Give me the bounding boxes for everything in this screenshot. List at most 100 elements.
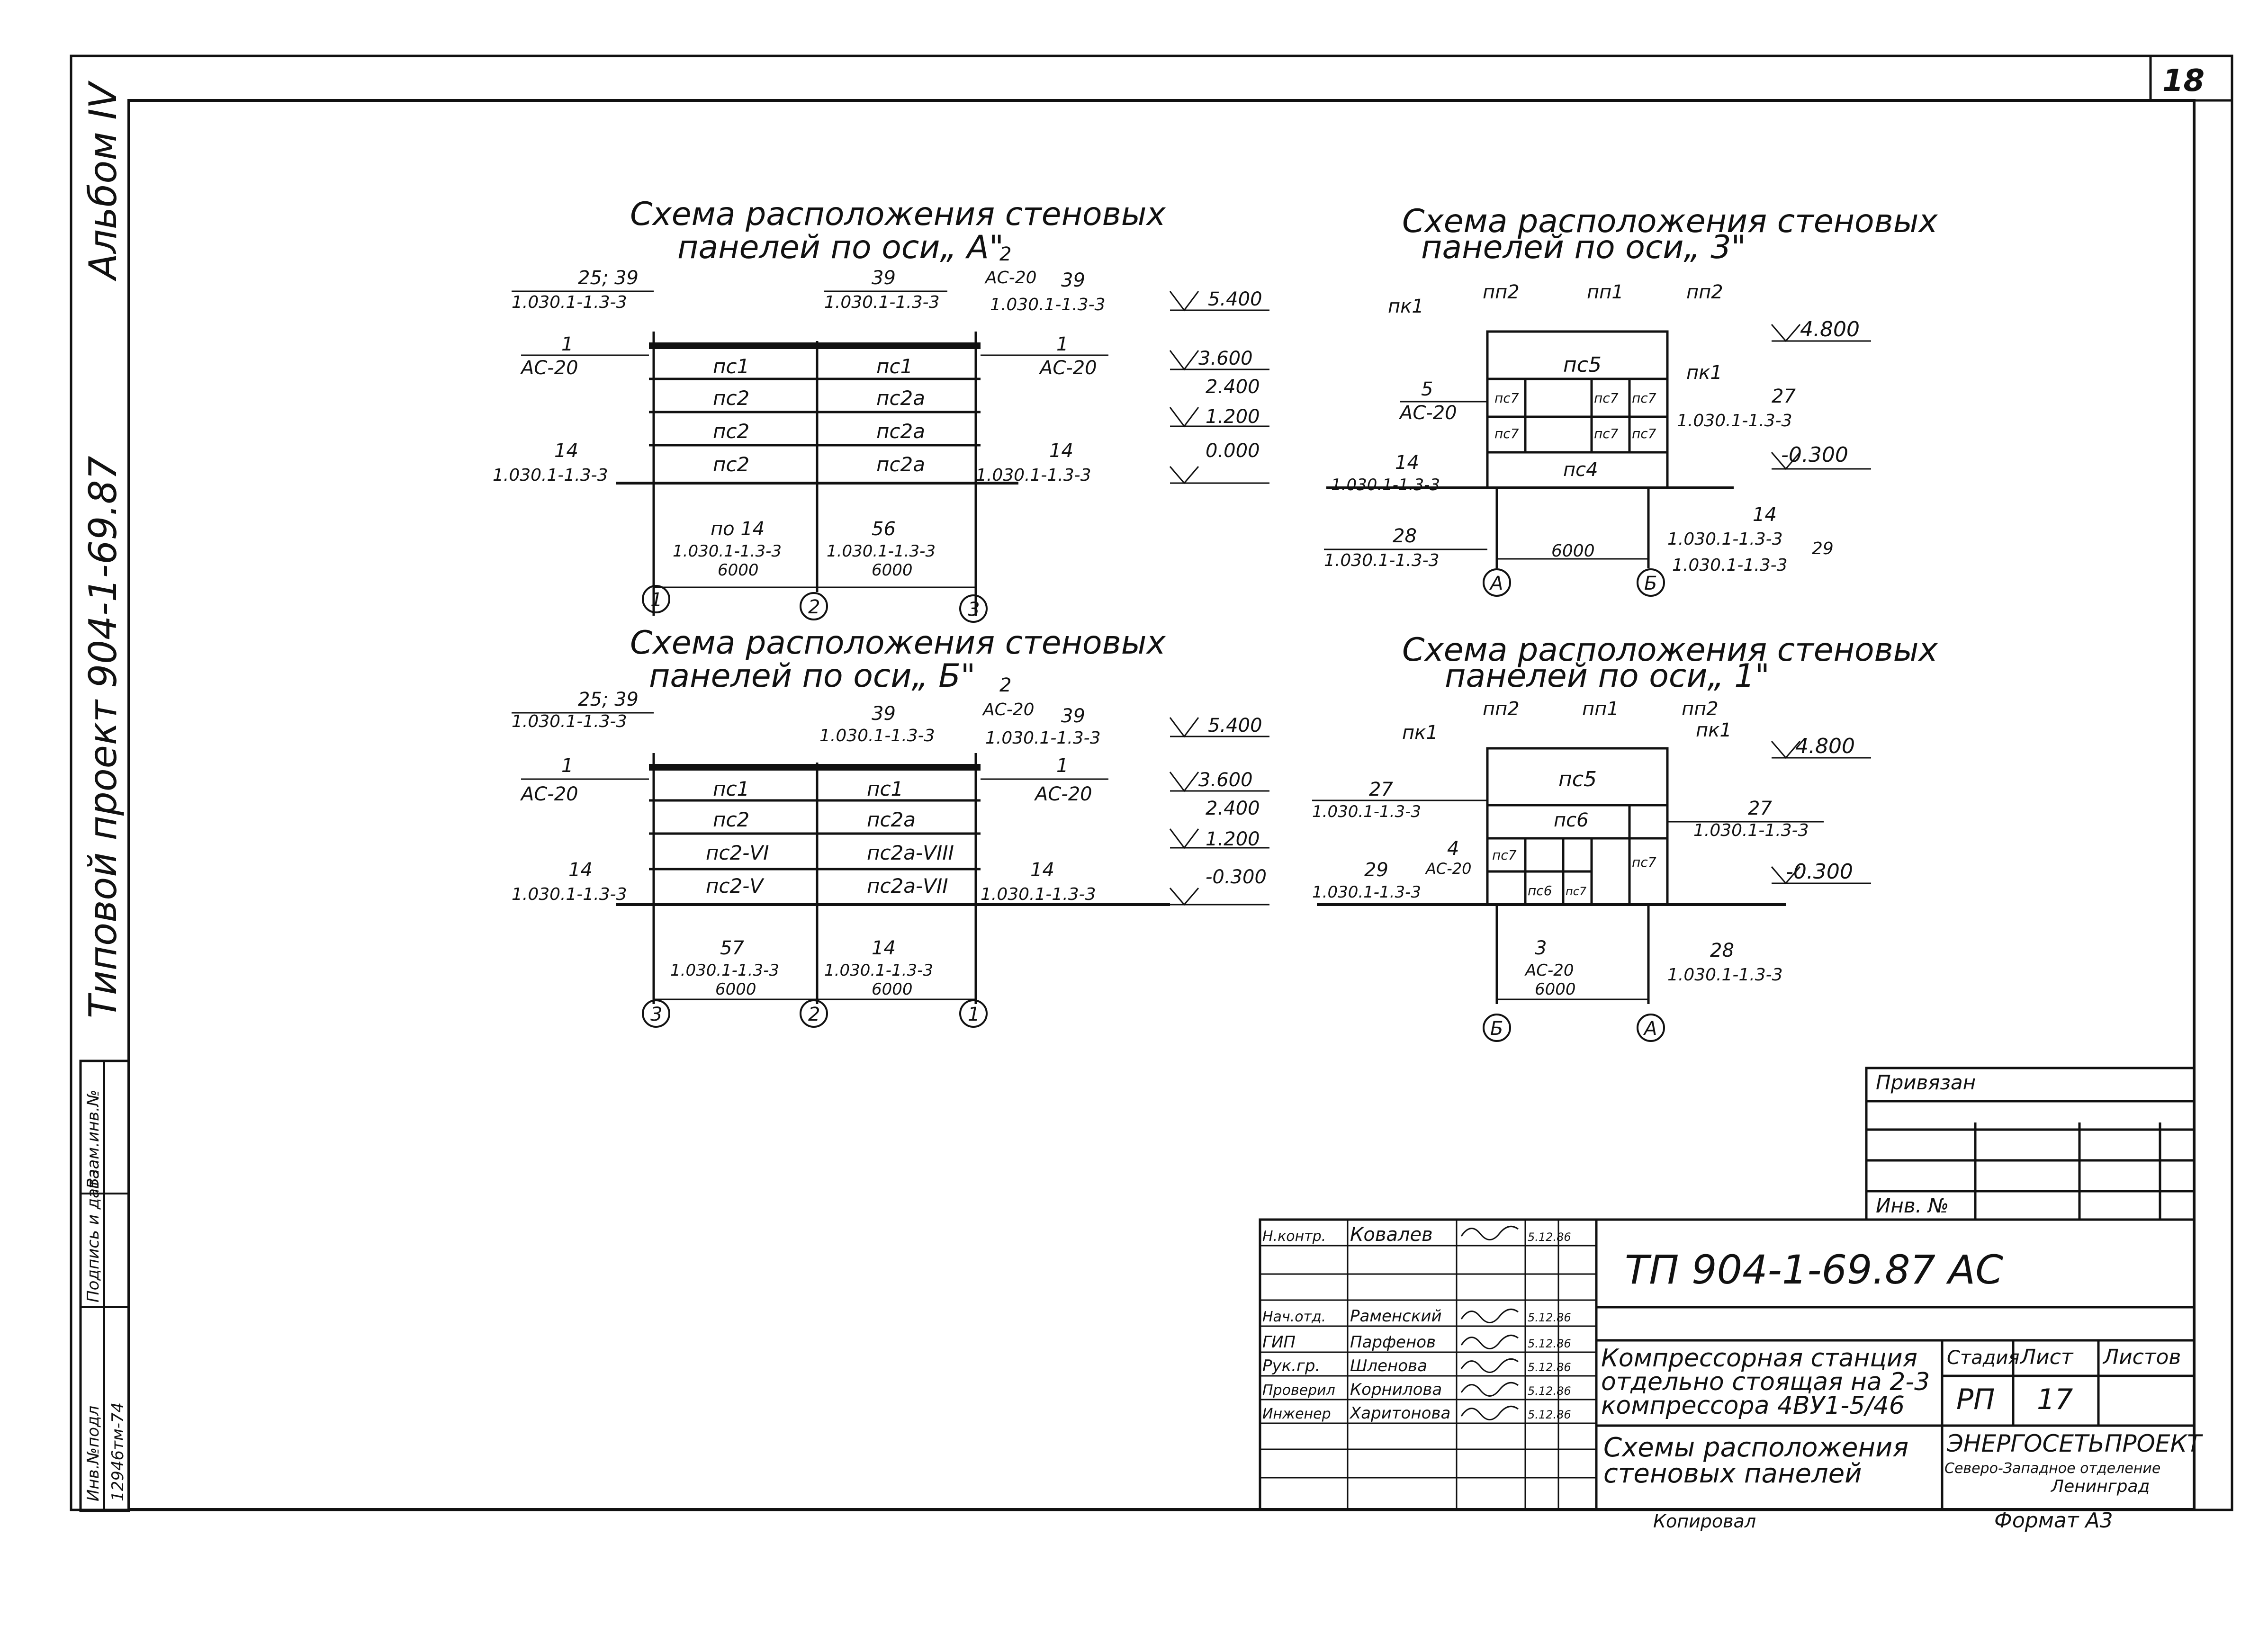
drawing-label: 56 xyxy=(872,518,896,540)
drawing-label: пс5 xyxy=(1558,767,1597,791)
drawing-label: Ковалев xyxy=(1350,1224,1433,1246)
drawing-label: 2 xyxy=(808,596,820,618)
drawing-label: АС-20 xyxy=(1034,783,1092,805)
drawing-label: 4.800 xyxy=(1800,317,1860,341)
drawing-label: пс2а xyxy=(876,386,925,410)
drawing-label: Лист xyxy=(2019,1345,2074,1369)
drawing-code: ТП 904-1-69.87 АС xyxy=(1625,1247,2003,1293)
drawing-label: 1.030.1-1.3-3 xyxy=(670,961,779,980)
drawing-label: ЭНЕРГОСЕТЬПРОЕКТ xyxy=(1946,1430,2203,1457)
drawing-label: 1 xyxy=(968,1004,980,1025)
drawing-label: -0.300 xyxy=(1781,443,1848,467)
drawing-label: 1.030.1-1.3-3 xyxy=(1312,883,1421,902)
drawing-label: Схема расположения стеновых xyxy=(1402,203,1938,240)
drawing-label: АС-20 xyxy=(1038,357,1097,379)
axis-bubble-icon xyxy=(959,594,988,623)
drawing-label: 1.030.1-1.3-3 xyxy=(1677,411,1792,431)
drawing-label: 3 xyxy=(650,1004,662,1025)
drawing-label: Проверил xyxy=(1262,1382,1335,1399)
drawing-label: 6000 xyxy=(1535,980,1576,999)
signature-icon xyxy=(1460,1358,1519,1373)
drawing-label: пп2 xyxy=(1483,281,1520,303)
signature-icon xyxy=(1460,1382,1519,1397)
drawing-label: пс1 xyxy=(713,777,749,800)
drawing-label: Подпись и дата xyxy=(84,1169,103,1302)
drawing-label: пс2-V xyxy=(706,874,765,898)
drawing-label: Раменский xyxy=(1350,1307,1442,1326)
drawing-label: -0.300 xyxy=(1206,866,1267,888)
drawing-label: 4.800 xyxy=(1795,734,1855,758)
drawing-label: Копировал xyxy=(1653,1511,1756,1532)
drawing-label: Северо-Западное отделение xyxy=(1944,1460,2160,1477)
drawing-label: 1.030.1-1.3-3 xyxy=(512,712,627,731)
drawing-label: -0.300 xyxy=(1786,860,1853,884)
drawing-label: пс7 xyxy=(1494,426,1519,441)
drawing-label: 3.600 xyxy=(1198,769,1253,791)
drawing-label: пс4 xyxy=(1563,459,1598,481)
drawing-label: по 14 xyxy=(711,518,765,540)
drawing-label: 5.12.86 xyxy=(1528,1361,1571,1374)
drawing-label: 5.400 xyxy=(1208,288,1262,310)
drawing-label: 28 xyxy=(1710,940,1734,961)
drawing-label: пс1 xyxy=(867,777,903,800)
drawing-label: 14 xyxy=(1049,440,1073,462)
signature-icon xyxy=(1460,1405,1519,1420)
drawing-label: пс2а xyxy=(876,453,925,476)
drawing-label: Корнилова xyxy=(1350,1380,1442,1399)
drawing-label: АС-20 xyxy=(520,783,578,805)
drawing-label: 2.400 xyxy=(1206,798,1260,819)
drawing-label: 28 xyxy=(1393,525,1417,547)
scheme-axis-a: Схема расположения стеновых панелей по о… xyxy=(493,196,1269,623)
drawing-label: 3 xyxy=(1535,937,1547,959)
drawing-label: 5.12.86 xyxy=(1528,1311,1571,1324)
drawing-label: пс2-VI xyxy=(706,841,769,864)
drawing-label: 3.600 xyxy=(1198,348,1253,369)
drawing-label: пс7 xyxy=(1494,390,1519,406)
axis-bubble-icon xyxy=(1637,1014,1665,1042)
drawing-label: АС-20 xyxy=(1425,860,1472,878)
drawing-label: 5.12.86 xyxy=(1528,1337,1571,1350)
drawing-label: 1.030.1-1.3-3 xyxy=(1693,821,1809,840)
drawing-label: 25; 39 xyxy=(578,689,639,710)
drawing-label: 25; 39 xyxy=(578,267,639,289)
drawing-label: пп1 xyxy=(1582,698,1619,720)
drawing-label: 1 xyxy=(561,333,573,355)
drawing-label: А xyxy=(1489,573,1503,594)
drawing-label: пп2 xyxy=(1682,698,1719,720)
drawing-label: Схема расположения стеновых xyxy=(1402,631,1938,669)
drawing-label: Взам.инв.№ xyxy=(84,1090,103,1189)
drawing-label: пк1 xyxy=(1388,296,1424,317)
axis-bubble-icon xyxy=(642,999,670,1028)
drawing-label: 6000 xyxy=(872,561,913,580)
drawing-label: пк1 xyxy=(1696,719,1732,741)
axis-bubble-icon xyxy=(959,999,988,1028)
drawing-label: 17 xyxy=(2037,1383,2073,1416)
drawing-label: 1.030.1-1.3-3 xyxy=(512,293,627,312)
drawing-label: панелей по оси„ Б" xyxy=(649,657,975,695)
drawing-label: 27 xyxy=(1748,798,1772,819)
drawing-label: пс7 xyxy=(1594,426,1619,441)
side-labels: Альбом IV Типовой проект 904-1-69.87 Вза… xyxy=(79,80,130,1512)
signature-icon xyxy=(1460,1225,1519,1240)
drawing-label: АС-20 xyxy=(1398,402,1457,424)
drawing-label: Компрессорная станция xyxy=(1601,1344,1917,1373)
drawing-label: панелей по оси„ 3" xyxy=(1421,229,1746,266)
drawing-label: пс2а-VIII xyxy=(867,841,954,864)
album-label: Альбом IV xyxy=(81,80,125,282)
axis-bubble-icon xyxy=(800,999,828,1028)
drawing-label: 6000 xyxy=(1551,541,1595,561)
drawing-label: 1.200 xyxy=(1206,828,1260,850)
inner-frame xyxy=(127,99,2196,1511)
drawing-label: пс2 xyxy=(713,386,749,410)
drawing-label: 39 xyxy=(872,267,896,289)
drawing-label: 6000 xyxy=(718,561,759,580)
drawing-label: 39 xyxy=(1061,705,1085,727)
drawing-label: 39 xyxy=(872,703,896,725)
drawing-label: Схемы расположения xyxy=(1603,1432,1908,1463)
drawing-label: пс2а xyxy=(876,420,925,443)
drawing-label: 2 xyxy=(808,1004,820,1025)
drawing-label: 1.030.1-1.3-3 xyxy=(1324,551,1440,570)
drawing-label: 1.200 xyxy=(1206,406,1260,428)
drawing-label: 57 xyxy=(720,937,744,959)
drawing-label: стеновых панелей xyxy=(1603,1458,1862,1489)
